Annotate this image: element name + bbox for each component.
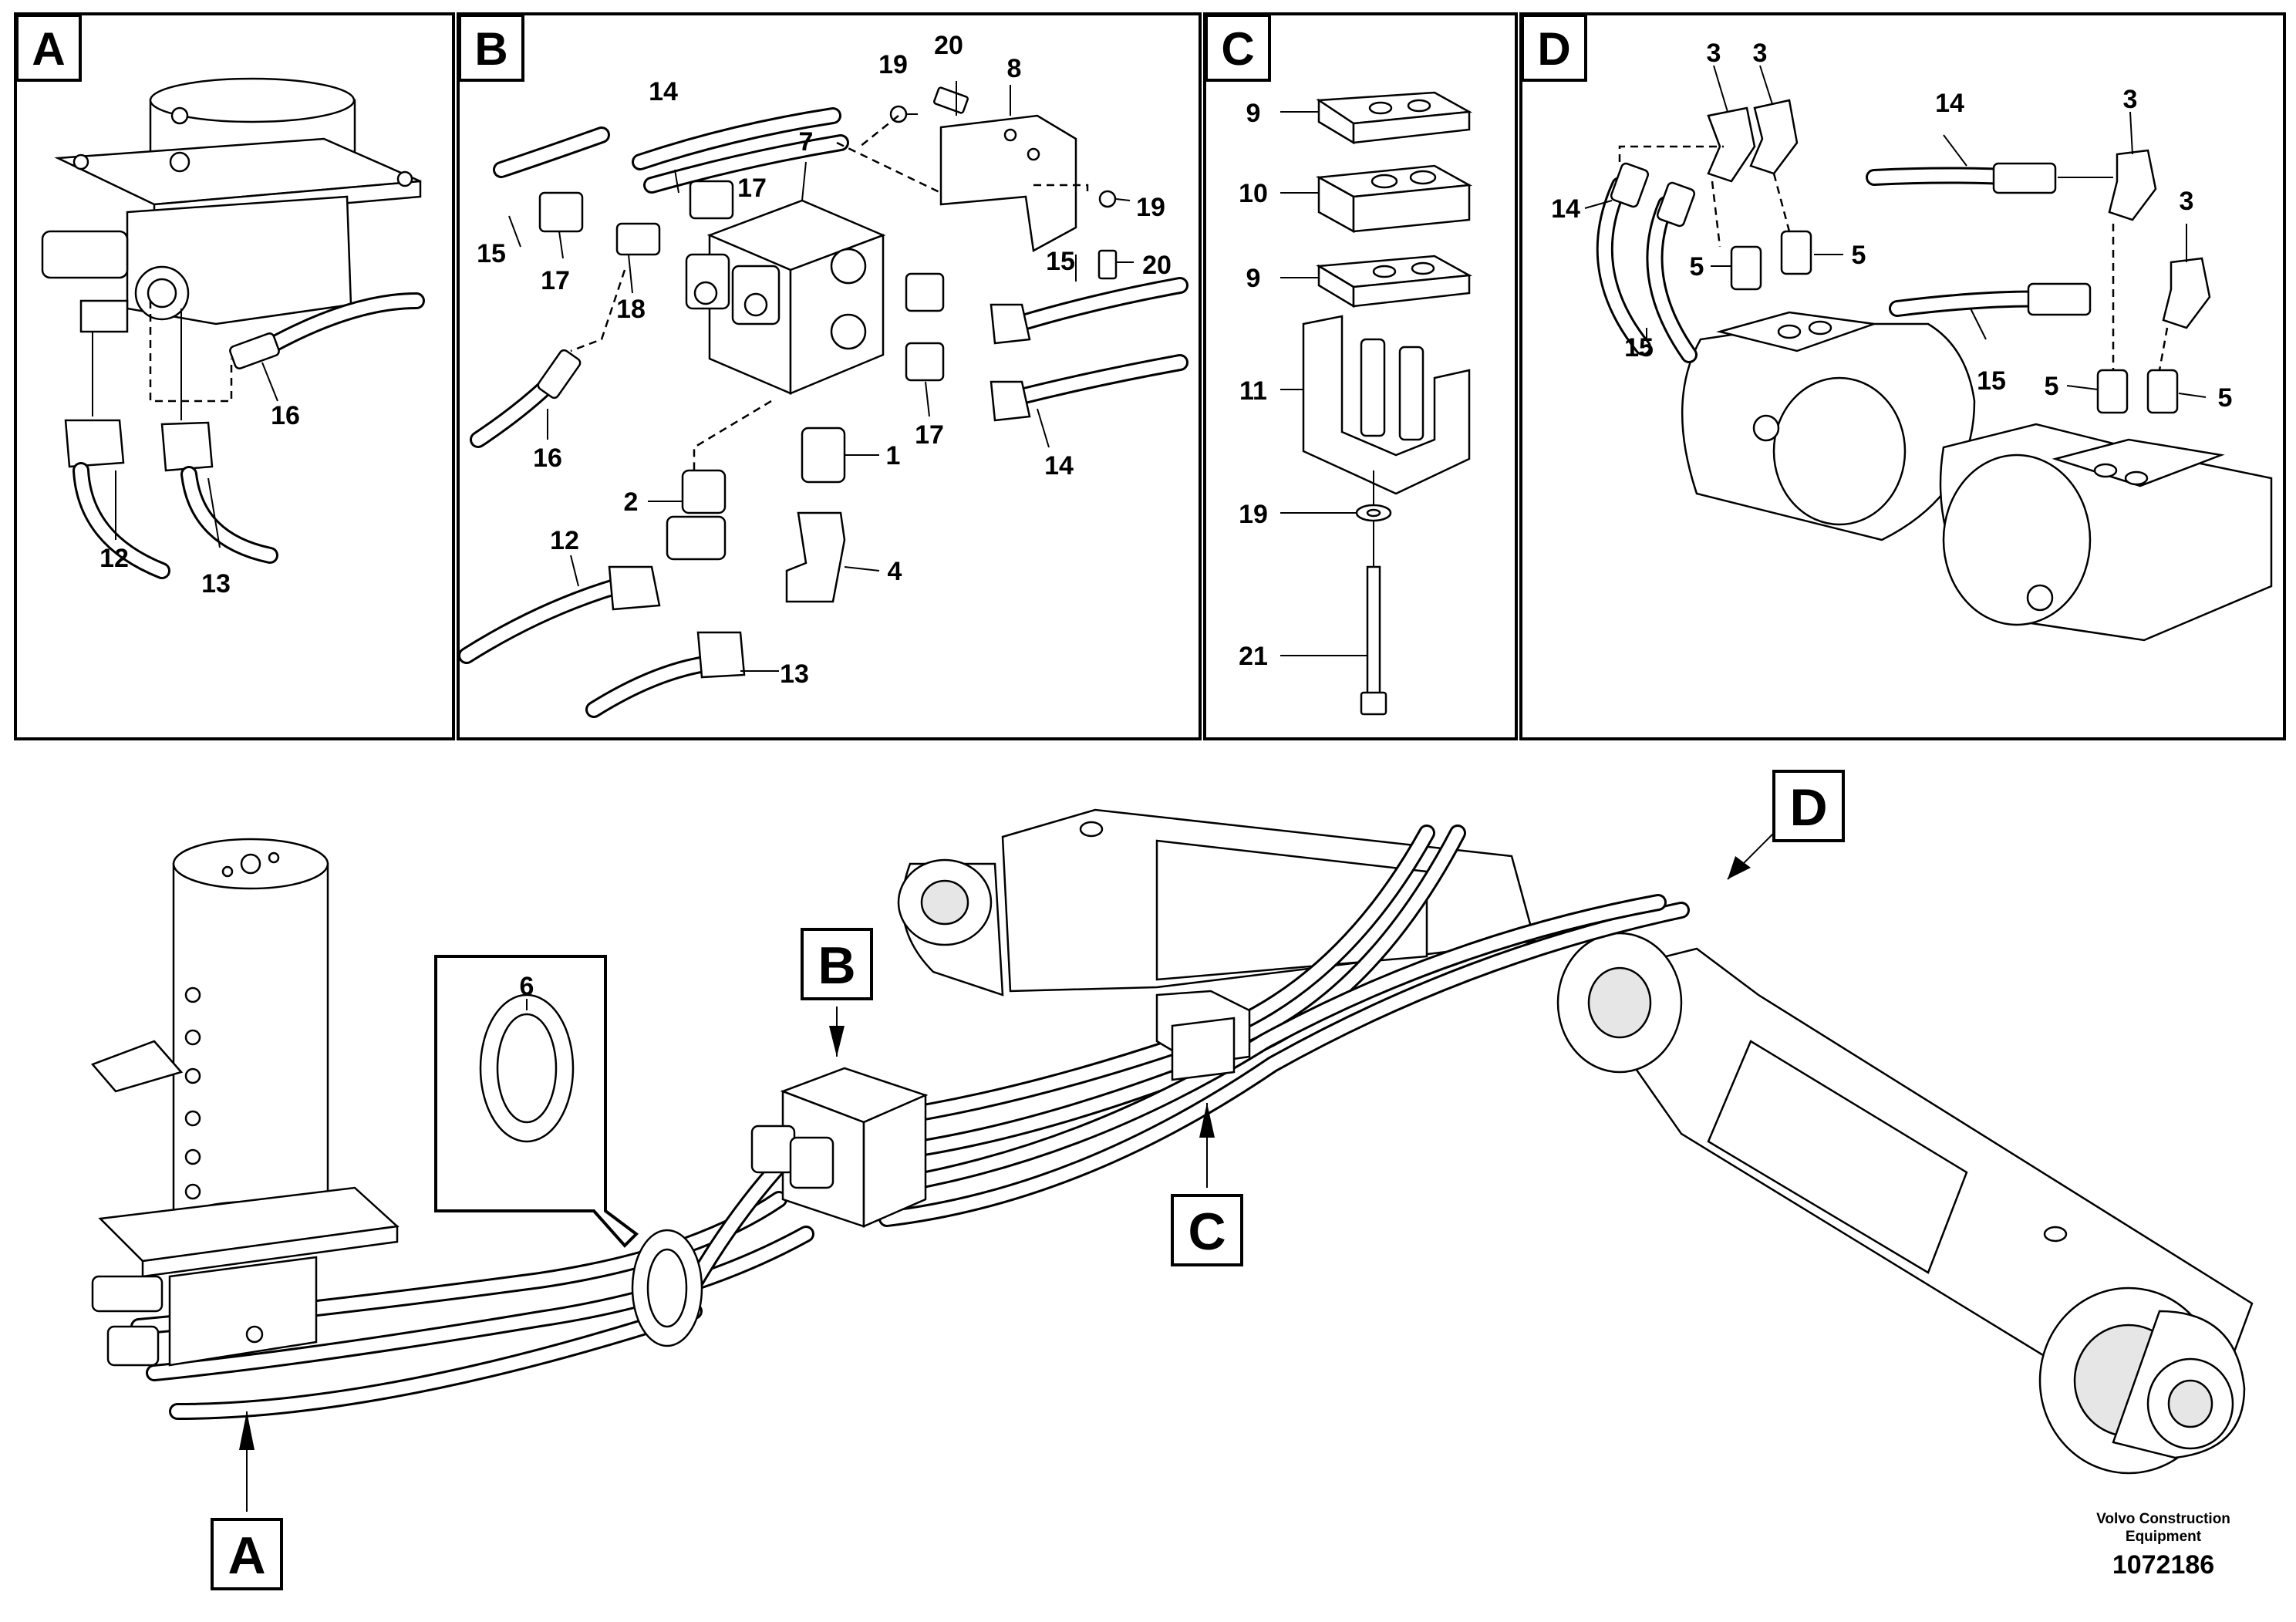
callout-c-21: 21 [1239,642,1268,671]
svg-text:D: D [1789,778,1827,837]
callout-b-4: 4 [888,557,902,586]
callout-c-9: 9 [1246,99,1261,128]
callout-d-3-a: 3 [1707,39,1721,68]
svg-text:B: B [818,936,855,995]
callout-a-16: 16 [271,401,300,430]
callout-b-7: 7 [799,127,814,157]
callout-a-12: 12 [99,544,129,573]
panel-d-frame [1519,12,2286,740]
panel-a-tag: A [15,14,82,82]
callout-b-19: 19 [878,50,908,79]
callout-b-8: 8 [1007,54,1022,83]
callout-b-12: 12 [550,526,579,555]
callout-b-1: 1 [886,441,901,470]
svg-text:A: A [32,23,65,75]
callout-c-11: 11 [1239,376,1267,406]
panel-a-frame [14,12,455,740]
callout-b-13: 13 [780,659,809,689]
callout-d-5-a: 5 [1690,252,1704,282]
callout-d-3-c: 3 [2123,85,2138,114]
callout-d-15-left: 15 [1624,333,1654,363]
callout-b-14-right: 14 [1044,451,1074,481]
pointer-label-d: D [1772,770,1845,842]
callout-d-3-b: 3 [1753,39,1768,68]
panel-c-drawing [1280,91,1473,716]
callout-b-20-right: 20 [1142,251,1172,280]
callout-b-17-lower: 17 [915,420,944,450]
panel-d-drawing [1584,65,2273,642]
callout-b-17: 17 [541,266,570,295]
svg-text:A: A [228,1526,265,1585]
panel-c-tag: C [1205,14,1271,82]
callout-d-3-d: 3 [2180,187,2194,216]
callout-b-16: 16 [533,443,562,473]
callout-c-10: 10 [1239,179,1268,208]
callout-c-19: 19 [1239,500,1268,529]
callout-d-14-left: 14 [1551,194,1580,224]
callout-b-20: 20 [934,31,963,60]
callout-b-14: 14 [649,77,678,106]
callout-b-17-upper: 17 [737,174,767,203]
callout-d-5-d: 5 [2218,383,2233,413]
panel-c-frame [1203,12,1518,740]
svg-text:C: C [1188,1202,1226,1261]
brand-line-1: Volvo Construction [2096,1511,2230,1527]
callout-a-13: 13 [201,569,231,599]
callout-b-2: 2 [624,487,639,517]
callout-d-5-b: 5 [1852,241,1866,270]
callout-d-15-right: 15 [1977,366,2006,396]
callout-d-5-c: 5 [2045,372,2059,401]
panel-b-tag: B [458,14,524,82]
callout-b-19-right: 19 [1136,193,1165,222]
panel-d-tag: D [1521,14,1587,82]
svg-text:C: C [1221,23,1254,75]
panel-a-drawing [41,77,425,579]
svg-text:D: D [1537,23,1570,75]
callout-b-15-right: 15 [1046,247,1075,276]
callout-6: 6 [520,972,534,1001]
callout-d-14-right: 14 [1935,89,1964,118]
pointer-label-c: C [1171,1194,1243,1266]
overview-drawing [90,808,2254,1512]
panel-b-frame [457,12,1202,740]
brand-line-2: Equipment [2126,1529,2202,1545]
svg-text:B: B [474,23,507,75]
callout-c-9-lower: 9 [1246,264,1261,293]
callout-b-18: 18 [616,295,646,324]
pointer-label-a: A [211,1518,283,1590]
pointer-label-b: B [801,928,873,1000]
callout-b-15: 15 [477,239,506,268]
document-number: 1072186 [2112,1550,2214,1580]
panel-b-drawing [458,81,1188,718]
